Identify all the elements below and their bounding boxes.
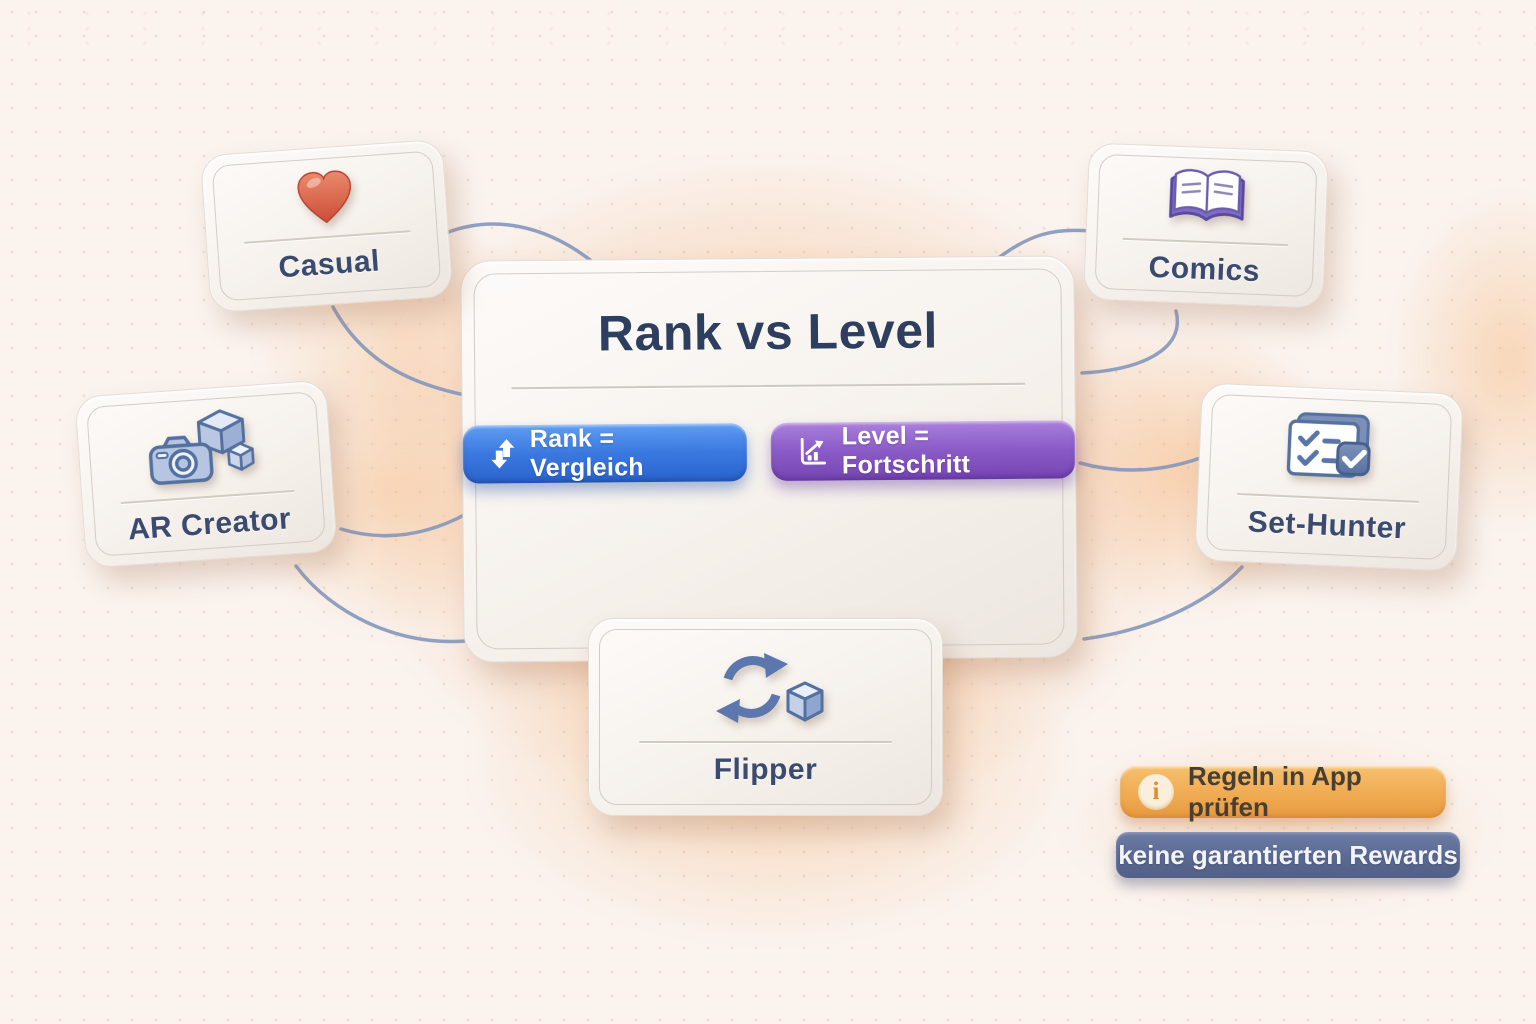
info-icon: i [1138,774,1174,810]
connector-set-top [1078,454,1208,472]
connector-casual-top [444,222,596,265]
pill-label: Rank = Vergleich [529,423,645,482]
node-divider [1236,493,1420,503]
level-fortschritt-pill[interactable]: Level = Fortschritt [770,419,1076,481]
node-card-ar-creator[interactable]: AR Creator [74,379,338,569]
title-divider [511,382,1026,389]
rules-info-banner[interactable]: i Regeln in App prüfen [1120,761,1446,822]
sort-arrows-icon [489,437,517,470]
pill-row: Rank = Vergleich Level = Fortschritt [462,419,1076,484]
node-label: Set-Hunter [1247,505,1407,546]
connector-comics-right [1080,309,1180,375]
node-label: Flipper [713,753,818,786]
node-divider [1122,237,1289,246]
page-title: Rank vs Level [597,302,939,362]
rewards-banner-label: keine garantierten Rewards [1118,839,1458,870]
checklist-icon [1280,409,1381,489]
connector-ar-top [339,511,470,538]
pill-label: Level = Fortschritt [841,421,971,479]
flip-cube-icon [706,647,826,731]
heart-icon [293,168,357,228]
node-label: Comics [1148,250,1261,288]
node-card-set-hunter[interactable]: Set-Hunter [1194,382,1464,572]
rules-banner-label: Regeln in App prüfen [1188,761,1362,822]
node-card-flipper[interactable]: Flipper [588,618,943,816]
connector-ar-bottom [294,564,468,644]
camera-cubes-icon [145,402,262,490]
connector-casual-left [331,305,472,398]
node-label: AR Creator [126,502,293,547]
center-card-rank-vs-level: Rank vs Level Rank = Vergleich [460,255,1078,663]
open-book-icon [1160,163,1254,232]
node-card-casual[interactable]: Casual [199,138,454,314]
chart-progress-icon [797,435,829,467]
node-divider [120,489,295,505]
rank-vergleich-pill[interactable]: Rank = Vergleich [462,422,748,484]
top-noise-texture [0,6,1536,52]
connector-set-bottom [1082,565,1244,641]
no-guaranteed-rewards-banner[interactable]: keine garantierten Rewards [1116,832,1460,878]
node-divider [243,230,412,244]
node-divider [638,741,893,743]
warm-glow [1060,730,1500,920]
node-label: Casual [277,244,381,285]
node-card-comics[interactable]: Comics [1083,142,1329,309]
